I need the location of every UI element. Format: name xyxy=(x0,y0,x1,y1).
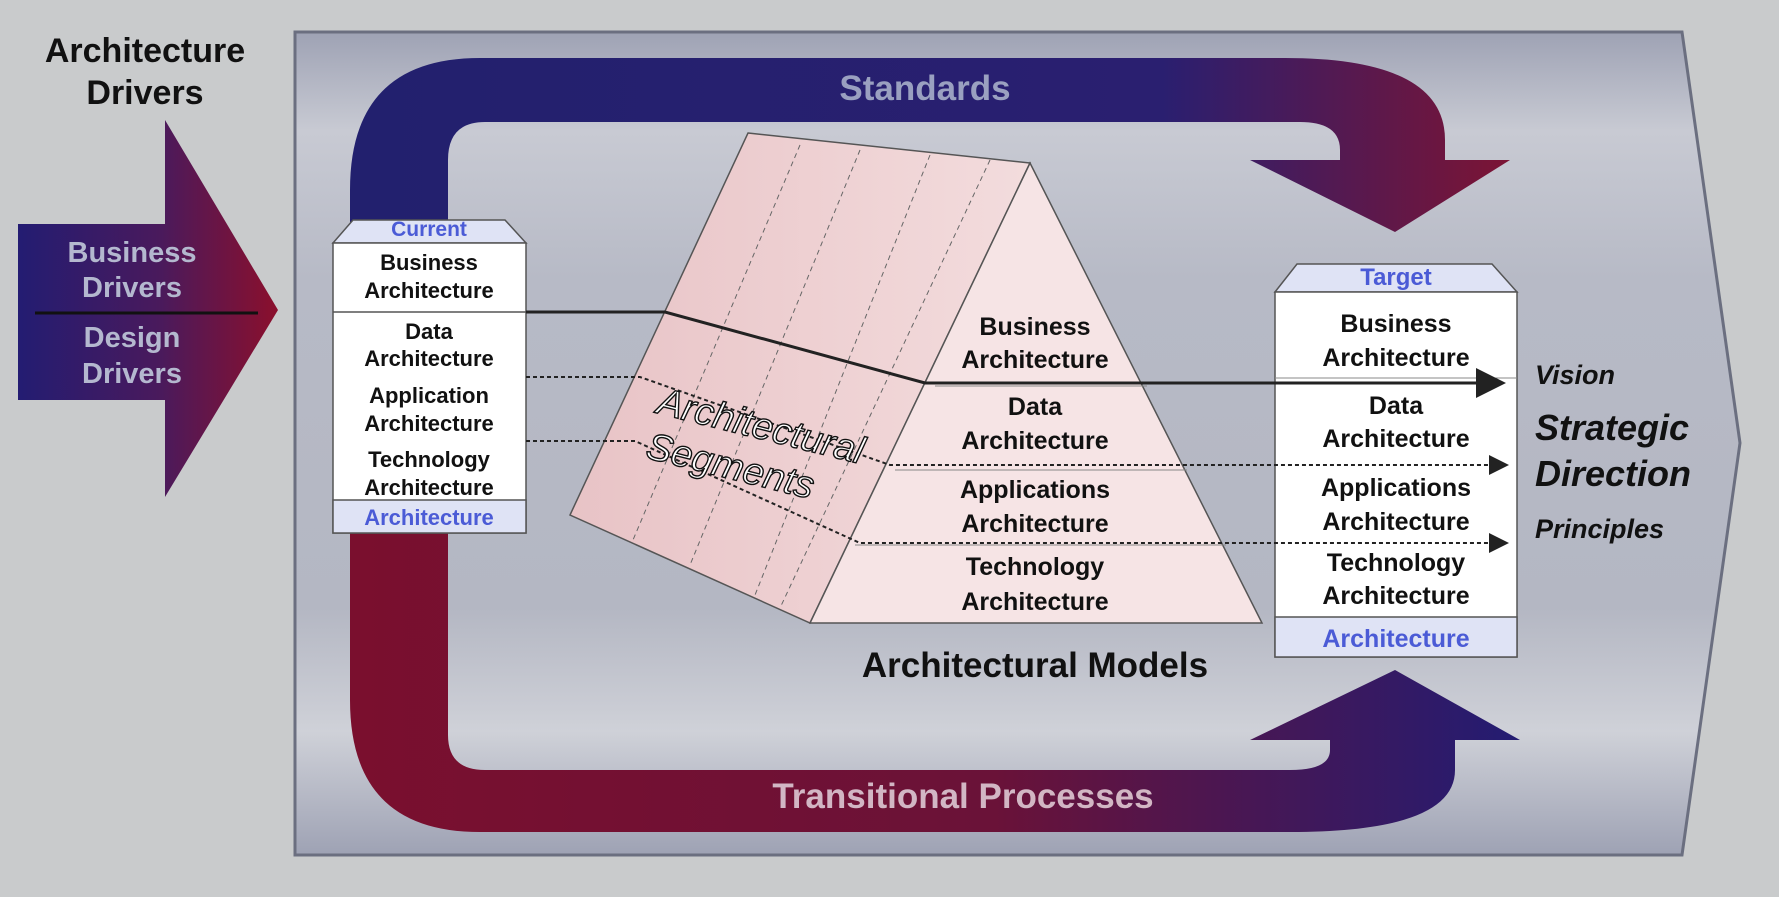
data-connector xyxy=(526,376,1509,475)
business-connector xyxy=(526,310,1506,398)
applications-connector xyxy=(526,440,1509,553)
current-row-data-l1: Data xyxy=(405,319,453,344)
current-row-app-l1: Application xyxy=(369,383,489,408)
prism-business-l1: Business xyxy=(979,313,1090,341)
prism-front xyxy=(808,161,1264,624)
strategic-line1: Strategic xyxy=(1535,407,1689,448)
prism-data-l1: Data xyxy=(1008,393,1063,421)
target-row-business-l1: Business xyxy=(1340,310,1451,338)
target-row-business-l2: Architecture xyxy=(1322,344,1469,372)
current-row-app-l2: Architecture xyxy=(364,411,494,436)
current-header: Current xyxy=(391,218,467,241)
current-box xyxy=(331,219,528,534)
target-header: Target xyxy=(1360,264,1432,291)
current-row-business-l1: Business xyxy=(380,250,478,275)
prism-data-l2: Architecture xyxy=(961,427,1108,455)
vision-label: Vision xyxy=(1535,360,1615,390)
current-row-data-l2: Architecture xyxy=(364,346,494,371)
prism-tech-l2: Architecture xyxy=(961,588,1108,616)
design-drivers-line1: Design xyxy=(84,322,181,354)
current-row-tech-l1: Technology xyxy=(368,447,491,472)
target-row-data-l1: Data xyxy=(1369,392,1424,420)
prism-apps-l1: Applications xyxy=(960,476,1110,504)
transitional-label: Transitional Processes xyxy=(772,777,1153,816)
current-row-business-l2: Architecture xyxy=(364,278,494,303)
target-footer: Architecture xyxy=(1322,625,1469,653)
business-drivers-line1: Business xyxy=(68,237,197,269)
strategic-line2: Direction xyxy=(1535,453,1691,494)
target-row-apps-l2: Architecture xyxy=(1322,508,1469,536)
target-row-apps-l1: Applications xyxy=(1321,474,1471,502)
prism-row-dividers xyxy=(855,385,1226,546)
transitional-arrow xyxy=(350,530,1520,832)
prism-dashes xyxy=(632,144,991,609)
connector-lines xyxy=(526,310,1509,553)
target-box xyxy=(1273,263,1519,658)
standards-arrow xyxy=(350,58,1510,233)
drivers-title-line1: Architecture xyxy=(45,32,245,70)
standards-label: Standards xyxy=(839,69,1010,108)
business-drivers-line2: Drivers xyxy=(82,272,182,304)
current-footer: Architecture xyxy=(364,505,494,530)
prism-apps-l2: Architecture xyxy=(961,510,1108,538)
prism-business-l2: Architecture xyxy=(961,346,1108,374)
design-drivers-line2: Drivers xyxy=(82,358,182,390)
prism-tech-l1: Technology xyxy=(966,553,1105,581)
drivers-arrow xyxy=(18,120,278,497)
principles-label: Principles xyxy=(1535,514,1664,544)
target-row-tech-l2: Architecture xyxy=(1322,582,1469,610)
drivers-title-line2: Drivers xyxy=(86,74,203,112)
target-row-data-l2: Architecture xyxy=(1322,425,1469,453)
models-label: Architectural Models xyxy=(862,646,1208,685)
target-row-tech-l1: Technology xyxy=(1327,549,1466,577)
current-row-tech-l2: Architecture xyxy=(364,475,494,500)
